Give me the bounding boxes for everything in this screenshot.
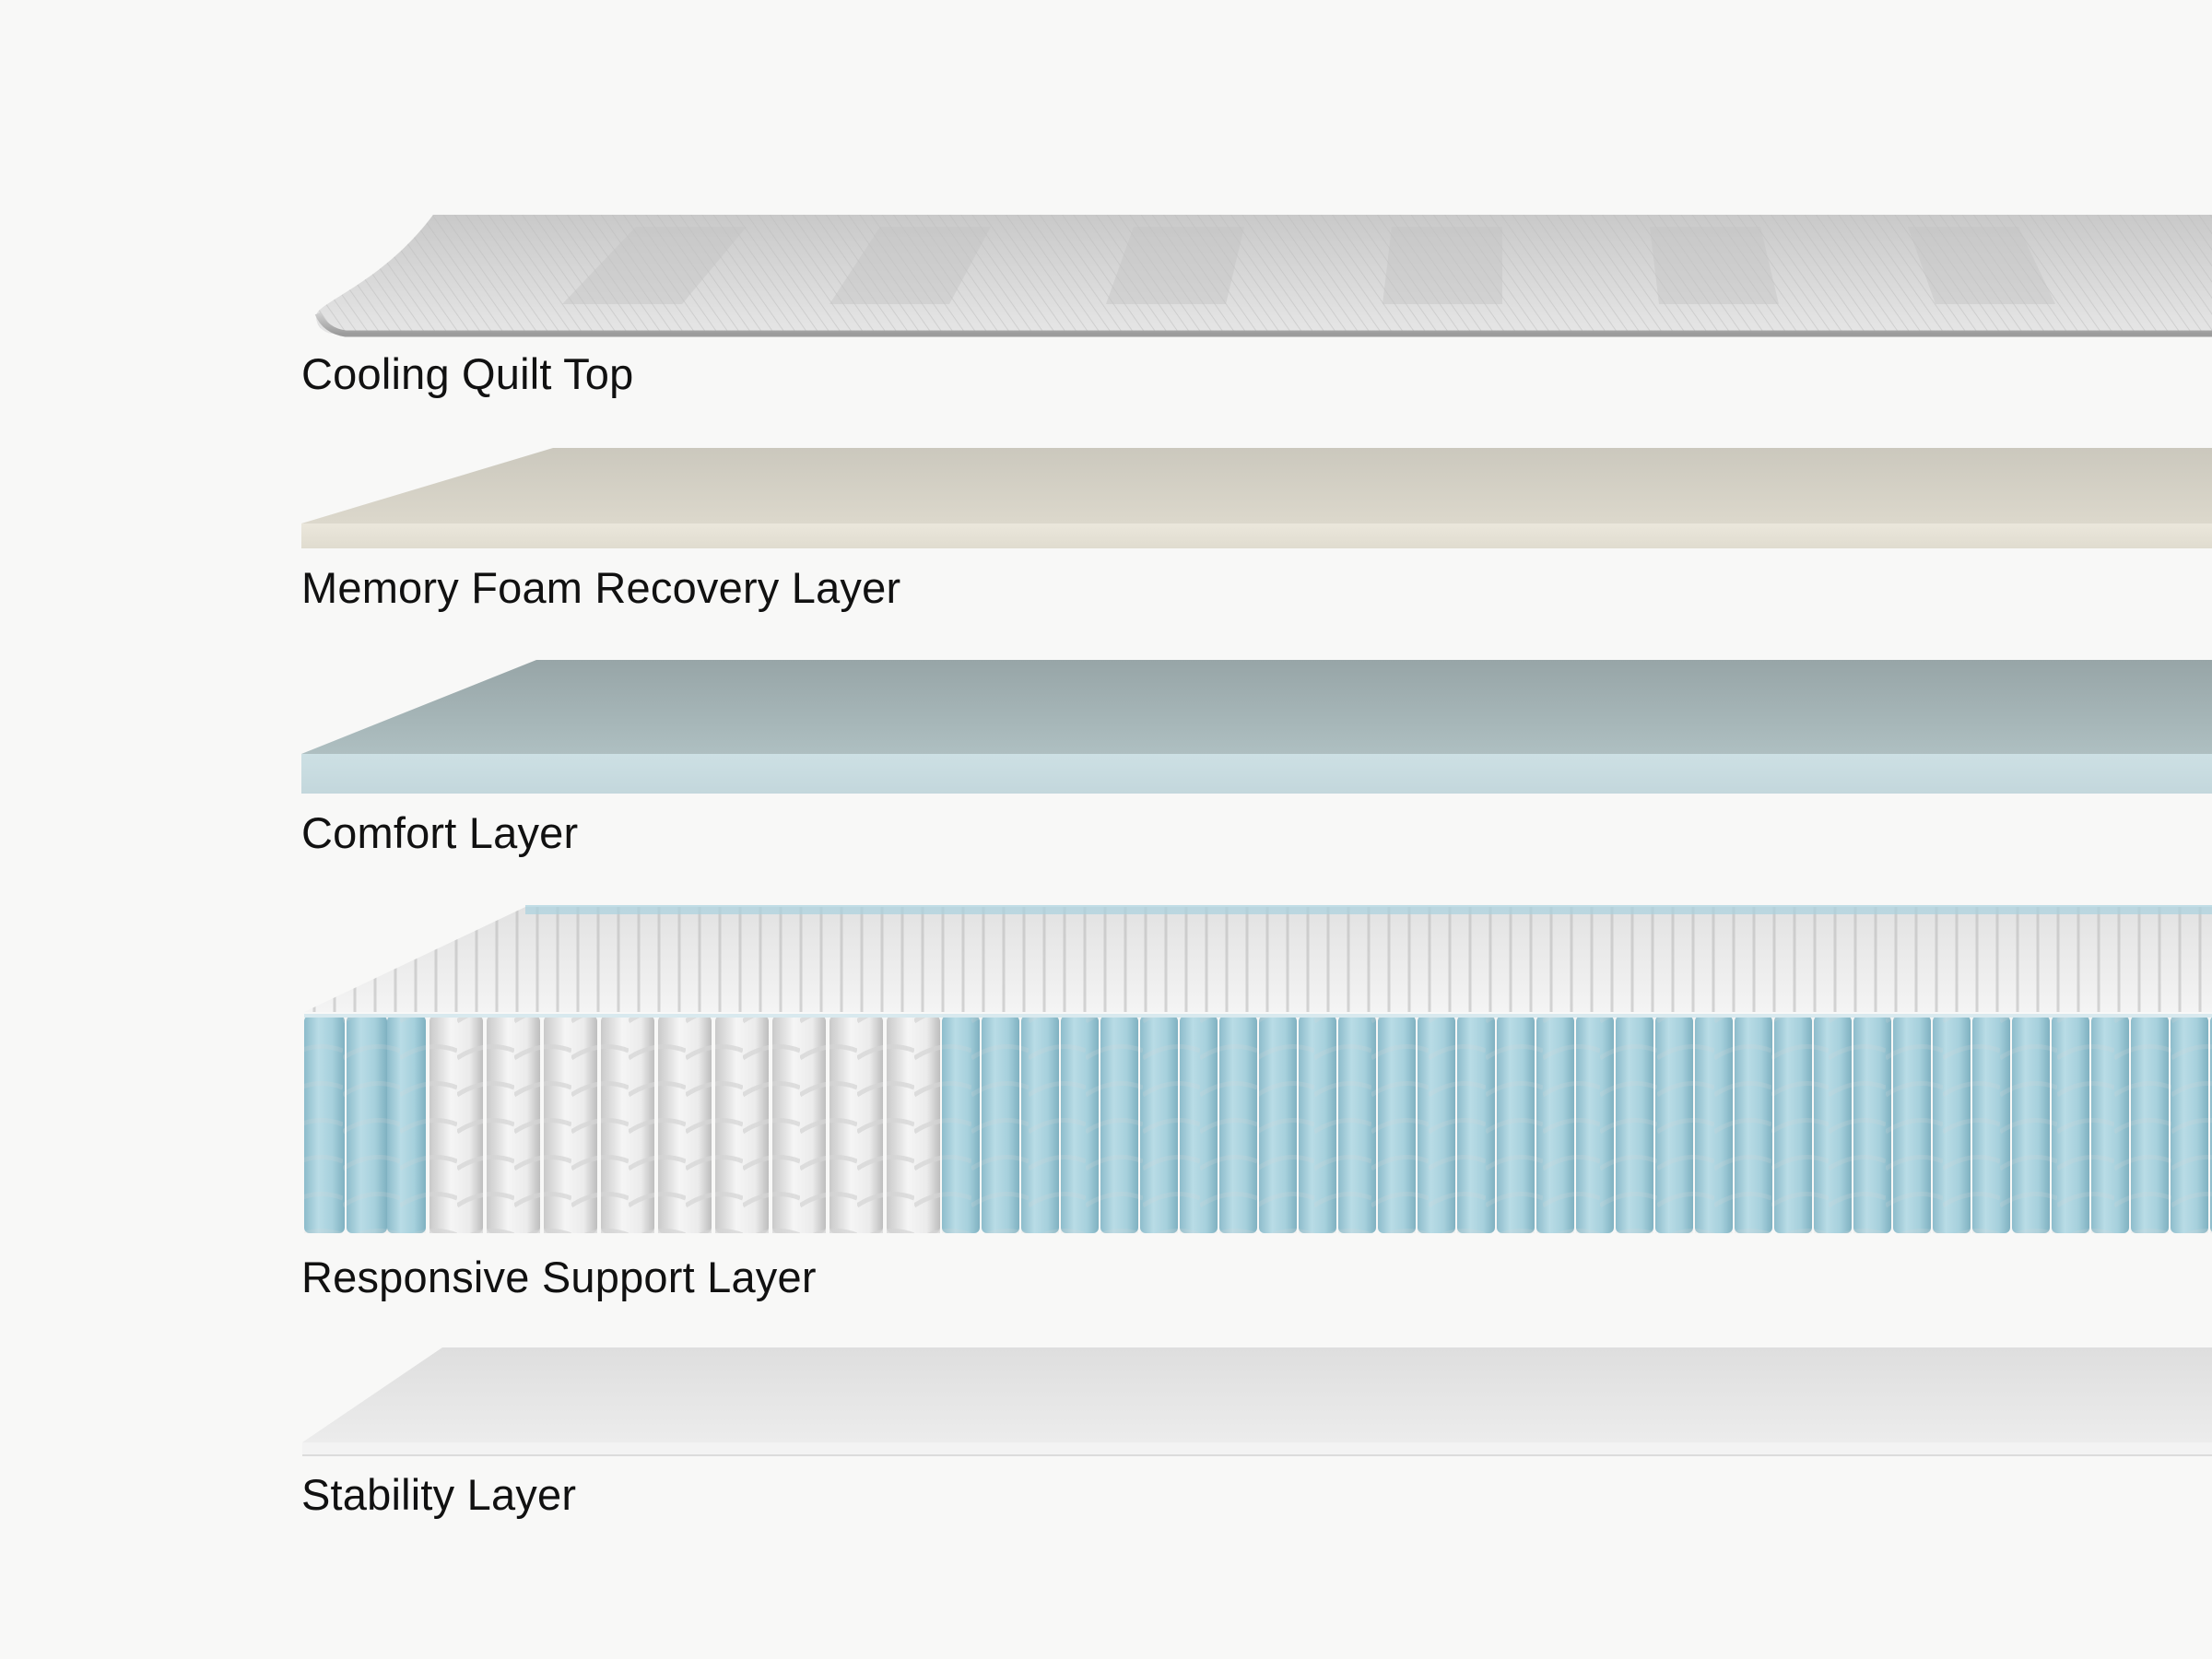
coil-texture <box>1299 1016 1336 1233</box>
coil-texture <box>772 1016 826 1233</box>
responsive-support-layer-art <box>304 905 2212 1233</box>
comfort-layer-art <box>301 660 2212 794</box>
coil-texture <box>1259 1016 1297 1233</box>
coil-texture <box>1338 1016 1376 1233</box>
coil-texture <box>1853 1016 1891 1233</box>
coil-texture <box>429 1016 483 1233</box>
coil-texture <box>487 1016 540 1233</box>
label-memory-foam-recovery-layer: Memory Foam Recovery Layer <box>301 563 901 612</box>
coil-texture <box>2171 1016 2208 1233</box>
label-cooling-quilt-top: Cooling Quilt Top <box>301 349 634 398</box>
coil-texture <box>982 1016 1019 1233</box>
coil-texture <box>1219 1016 1257 1233</box>
coil-texture <box>1972 1016 2010 1233</box>
coil-texture <box>1497 1016 1535 1233</box>
coil-texture <box>1814 1016 1852 1233</box>
stability-layer-art <box>302 1347 2212 1456</box>
coil-texture <box>1021 1016 1059 1233</box>
label-responsive-support-layer: Responsive Support Layer <box>301 1253 817 1301</box>
coil-texture <box>347 1016 387 1233</box>
coil-texture <box>2131 1016 2169 1233</box>
coil-texture <box>942 1016 980 1233</box>
coil-texture <box>1061 1016 1099 1233</box>
coil-texture <box>304 1016 345 1233</box>
coil-texture <box>1616 1016 1653 1233</box>
coil-texture <box>1735 1016 1772 1233</box>
coil-texture <box>1774 1016 1812 1233</box>
coil-texture <box>2012 1016 2050 1233</box>
coil-texture <box>1536 1016 1574 1233</box>
coil-texture <box>544 1016 597 1233</box>
coil-texture <box>1933 1016 1971 1233</box>
coil-texture <box>658 1016 712 1233</box>
coil-texture <box>2210 1016 2212 1233</box>
coil-texture <box>1418 1016 1455 1233</box>
memory-foam-recovery-layer-art <box>301 448 2212 548</box>
coil-texture <box>387 1016 426 1233</box>
coil-texture <box>715 1016 769 1233</box>
coil-texture <box>1140 1016 1178 1233</box>
coil-texture <box>601 1016 654 1233</box>
coil-texture <box>2052 1016 2089 1233</box>
coil-texture <box>1655 1016 1693 1233</box>
coil-texture <box>1378 1016 1416 1233</box>
coil-texture <box>1695 1016 1733 1233</box>
coil-texture <box>887 1016 940 1233</box>
label-stability-layer: Stability Layer <box>301 1470 577 1519</box>
coil-texture <box>1100 1016 1138 1233</box>
coil-texture <box>1180 1016 1218 1233</box>
coil-texture <box>1893 1016 1931 1233</box>
label-comfort-layer: Comfort Layer <box>301 808 579 857</box>
coil-texture <box>1576 1016 1614 1233</box>
coil-texture <box>1457 1016 1495 1233</box>
coil-texture <box>830 1016 883 1233</box>
cooling-quilt-top-art <box>314 215 2212 337</box>
coil-texture <box>2091 1016 2129 1233</box>
